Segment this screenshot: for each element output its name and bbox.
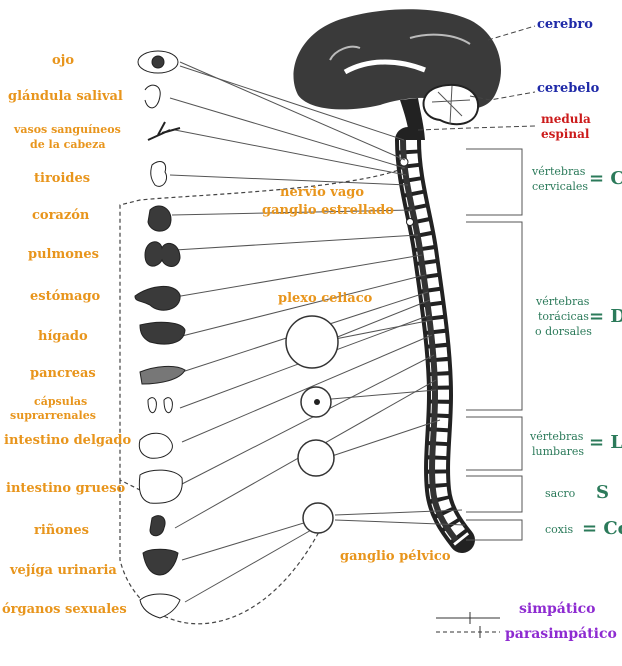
ganglia: [285, 315, 339, 534]
label-cervical-2: cervicales: [532, 180, 589, 193]
label-cervical-1: vértebras: [532, 165, 586, 178]
symbol-l: = L: [589, 432, 622, 453]
label-ganglio-pelvico: ganglio pélvico: [340, 549, 451, 564]
legend-simpatico: simpático: [519, 601, 596, 617]
label-plexo-celiaco: plexo celiaco: [278, 291, 373, 306]
brain-leaders: [417, 25, 536, 131]
label-intestino-grueso: intestino grueso: [6, 481, 126, 496]
label-espinal: espinal: [541, 127, 590, 141]
label-glandula-salival: glándula salival: [8, 89, 123, 104]
label-rinones: riñones: [34, 523, 89, 538]
label-higado: hígado: [38, 329, 88, 344]
label-capsulas: cápsulas: [34, 395, 88, 408]
label-organos-sexuales: órganos sexuales: [2, 602, 127, 617]
label-tiroides: tiroides: [34, 171, 91, 186]
label-vasos-sanguineos: vasos sanguíneos: [14, 123, 121, 136]
label-medula: medula: [541, 112, 591, 126]
label-ojo: ojo: [52, 53, 75, 68]
label-cerebelo: cerebelo: [537, 81, 600, 96]
symbol-c: = C: [589, 168, 622, 189]
symbol-co: = Co: [582, 518, 622, 539]
label-dorsal-1: vértebras: [536, 295, 590, 308]
label-dorsal-2: torácicas: [538, 310, 589, 323]
organ-sketches: [134, 50, 186, 619]
legend-parasimpatico: parasimpático: [505, 626, 617, 642]
parasympathetic-pathway: [119, 167, 405, 625]
label-vejiga-urinaria: vejíga urinaria: [10, 563, 117, 578]
vertebra-brackets: [466, 148, 523, 541]
legend-lines: [436, 612, 500, 638]
spinal-column: [395, 127, 475, 553]
label-estomago: estómago: [30, 289, 101, 304]
label-pancreas: pancreas: [30, 366, 96, 381]
symbol-d: = D: [589, 306, 622, 327]
label-sacro: sacro: [545, 487, 576, 500]
label-ganglio-estrellado: ganglio estrellado: [262, 203, 394, 218]
label-corazon: corazón: [32, 208, 90, 223]
label-lumbar-2: lumbares: [532, 445, 585, 458]
label-cerebro: cerebro: [537, 17, 593, 32]
label-coxis: coxis: [545, 523, 574, 536]
brain-drawing: [293, 9, 502, 140]
label-suprarrenales: suprarrenales: [10, 409, 96, 422]
label-de-la-cabeza: de la cabeza: [30, 138, 106, 151]
label-nervio-vago: nervio vago: [280, 185, 364, 200]
label-dorsal-3: o dorsales: [535, 325, 592, 338]
symbol-s: S: [596, 482, 609, 503]
label-lumbar-1: vértebras: [530, 430, 584, 443]
label-intestino-delgado: intestino delgado: [4, 433, 132, 448]
label-pulmones: pulmones: [28, 247, 99, 262]
